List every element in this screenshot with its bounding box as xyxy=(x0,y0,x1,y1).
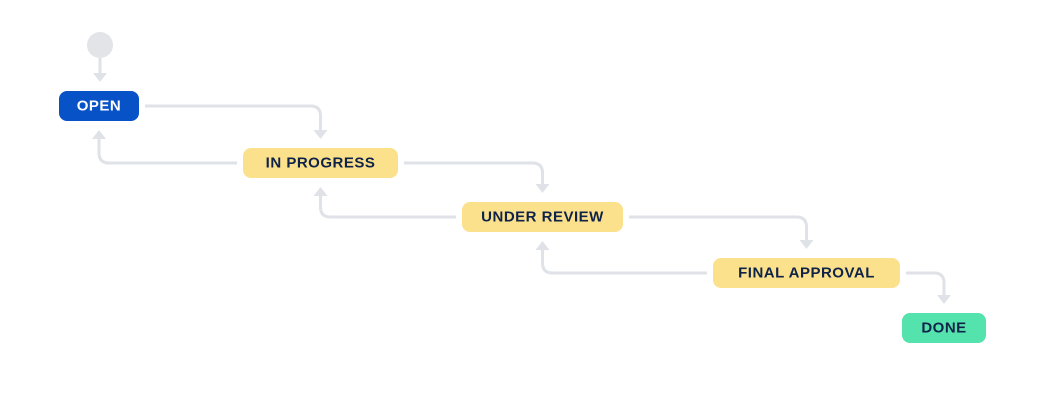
arrowhead-in-progress-open xyxy=(92,130,106,139)
start-circle xyxy=(87,32,113,58)
workflow-node-in-progress[interactable]: IN PROGRESS xyxy=(243,148,398,178)
workflow-node-open[interactable]: OPEN xyxy=(59,91,139,121)
arrowhead-final-approval-under-review xyxy=(535,241,550,250)
arrowhead-under-review-in-progress xyxy=(313,187,328,196)
transition-under-review-in-progress xyxy=(319,196,456,219)
workflow-node-final-approval[interactable]: FINAL APPROVAL xyxy=(713,258,900,288)
transition-under-review-final-approval xyxy=(629,215,808,240)
workflow-node-label: UNDER REVIEW xyxy=(481,208,604,225)
arrowhead-start-open xyxy=(93,73,107,82)
workflow-node-label: FINAL APPROVAL xyxy=(738,264,875,281)
transition-final-approval-done xyxy=(906,271,946,295)
arrowhead-under-review-final-approval xyxy=(799,240,814,249)
transition-open-in-progress xyxy=(145,104,322,130)
arrowhead-final-approval-done xyxy=(937,295,951,304)
transition-final-approval-under-review xyxy=(541,250,707,275)
arrowhead-in-progress-under-review xyxy=(535,184,550,193)
workflow-node-label: OPEN xyxy=(76,97,122,114)
workflow-node-done[interactable]: DONE xyxy=(902,313,986,343)
transition-in-progress-under-review xyxy=(404,161,544,184)
workflow-node-label: DONE xyxy=(921,319,967,336)
workflow-node-label: IN PROGRESS xyxy=(265,154,376,171)
transition-in-progress-open xyxy=(97,139,237,165)
arrowhead-open-in-progress xyxy=(313,130,328,139)
workflow-node-under-review[interactable]: UNDER REVIEW xyxy=(462,202,623,232)
